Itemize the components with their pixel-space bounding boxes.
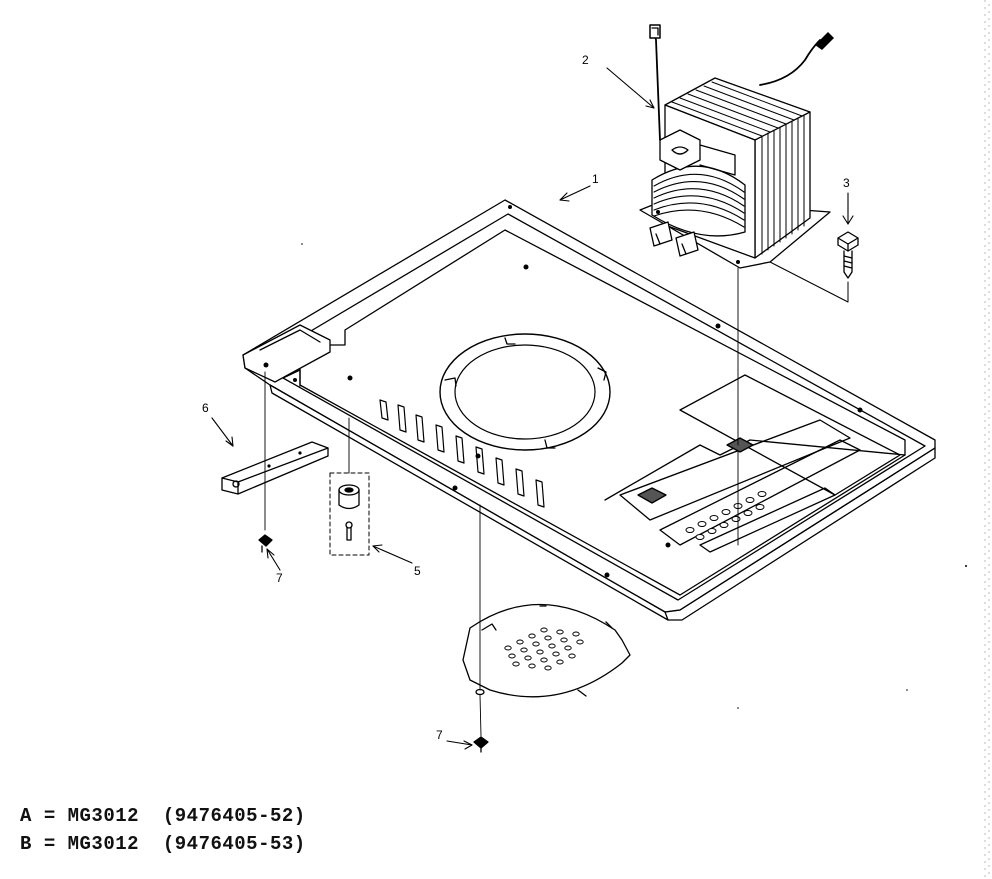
callout-arrows (211, 67, 854, 750)
screw-7-bottom (473, 736, 489, 753)
callout-2: 2 (582, 53, 589, 67)
model-line-a: A = MG3012 (9476405-52) (20, 802, 306, 830)
screw-7-left (258, 534, 273, 553)
foot-assembly (329, 472, 370, 556)
base-plate (242, 199, 936, 621)
equals-sign: = (43, 833, 56, 855)
callout-7-bottom: 7 (436, 728, 443, 742)
callout-6: 6 (202, 401, 209, 415)
model-line-b: B = MG3012 (9476405-53) (20, 830, 306, 858)
model-letter: A (20, 805, 32, 827)
callout-3: 3 (843, 176, 850, 190)
callout-7-left: 7 (276, 571, 283, 585)
model-number: MG3012 (67, 833, 140, 855)
model-letter: B (20, 833, 32, 855)
model-list: A = MG3012 (9476405-52) B = MG3012 (9476… (20, 802, 306, 858)
mounting-strap (221, 441, 329, 495)
vent-plate (462, 603, 631, 698)
model-code: (9476405-53) (162, 833, 306, 855)
callout-1: 1 (592, 172, 599, 186)
callout-5: 5 (414, 564, 421, 578)
model-number: MG3012 (67, 805, 140, 827)
model-code: (9476405-52) (162, 805, 306, 827)
screw (769, 231, 859, 303)
alignment-lines (264, 267, 739, 737)
scan-edge-marks (984, 0, 990, 879)
scan-specks (301, 243, 967, 709)
equals-sign: = (43, 805, 56, 827)
transformer (639, 24, 834, 269)
